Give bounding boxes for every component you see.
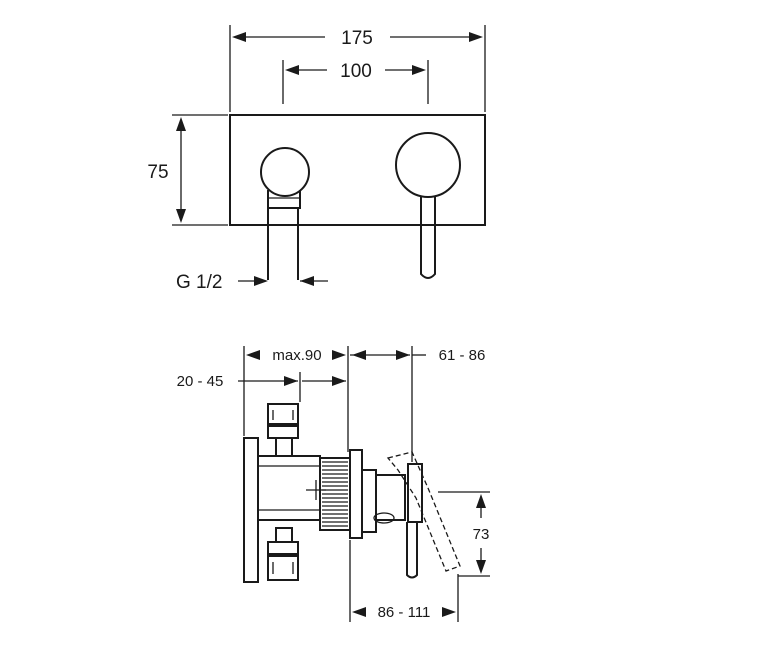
dimension-61-86: 61 - 86: [350, 346, 485, 462]
dimension-max-90: max.90: [243, 346, 349, 452]
dimension-75-label: 75: [147, 162, 168, 183]
dimension-thread-label: G 1/2: [176, 272, 222, 293]
dimension-20-45-label: 20 - 45: [177, 373, 224, 390]
dimension-20-45: 20 - 45: [177, 372, 346, 402]
wall-plate: [243, 437, 259, 583]
dimension-175-label: 175: [341, 28, 373, 49]
dimension-73: 73: [438, 491, 490, 577]
side-view: max.90 61 - 86 20 - 45 86 - 1: [177, 346, 490, 622]
inlet-connector-bottom: [267, 527, 299, 581]
inlet-connector-top: [267, 403, 299, 457]
dimension-75: 75: [147, 114, 228, 226]
mixer-handle: [395, 132, 461, 279]
outlet-knob: [260, 147, 310, 280]
dimension-thread: G 1/2: [176, 272, 328, 293]
dimension-86-111-label: 86 - 111: [378, 604, 431, 621]
cover-plate: [229, 114, 486, 226]
dimension-max-90-label: max.90: [272, 347, 321, 364]
dimension-100-label: 100: [340, 61, 372, 82]
dimension-73-label: 73: [473, 526, 490, 543]
handle-body: [361, 451, 461, 579]
dimension-100: 100: [282, 60, 429, 104]
mixer-body: [258, 449, 363, 539]
dimension-86-111: 86 - 111: [349, 540, 459, 622]
dimension-61-86-label: 61 - 86: [439, 347, 486, 364]
dimension-175: 175: [229, 25, 486, 112]
front-view: 175 100 75 G 1/2: [147, 25, 486, 293]
